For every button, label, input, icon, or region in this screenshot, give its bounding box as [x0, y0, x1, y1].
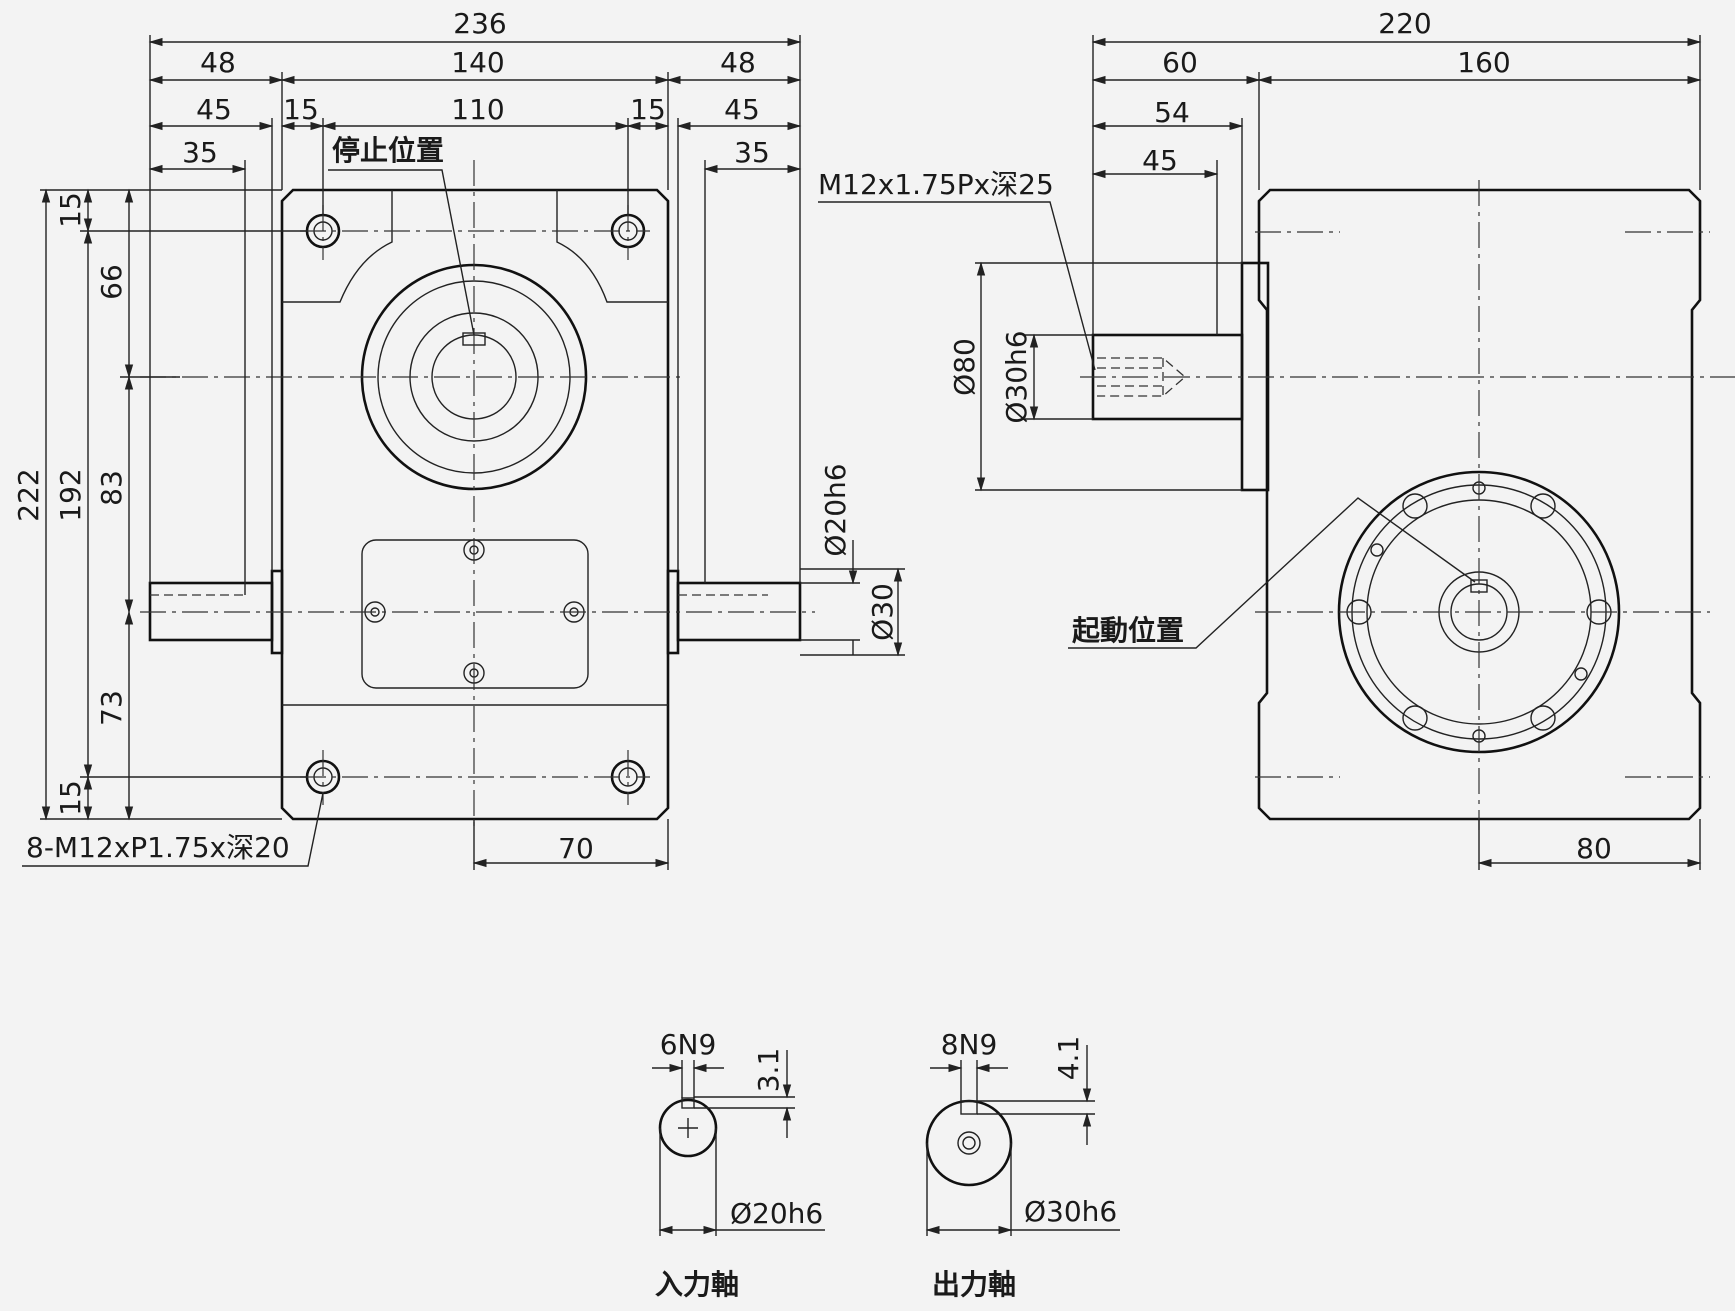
dim-35-right: 35 [734, 136, 770, 169]
left-input-shaft [148, 581, 274, 642]
front-view: 236 48 140 48 45 15 110 15 45 35 35 70 2… [12, 7, 905, 870]
dim-73: 73 [95, 690, 128, 726]
cover-plate [361, 539, 589, 689]
dim-66: 66 [95, 264, 128, 300]
output-key-depth: 4.1 [1052, 1036, 1085, 1081]
dim-d30: Ø30 [866, 583, 899, 641]
input-shaft-detail: 6N9 3.1 Ø20h6 入力軸 [652, 1028, 825, 1301]
dim-222: 222 [12, 468, 45, 521]
dim-15-bottom: 15 [54, 780, 87, 816]
output-shaft-detail: 8N9 4.1 Ø30h6 出力軸 [925, 1028, 1120, 1301]
dim-160: 160 [1457, 46, 1510, 79]
side-view: 220 60 160 54 45 80 M12x1.75Px深25 Ø80 Ø3… [818, 7, 1735, 870]
output-shaft-diameter: Ø30h6 [1024, 1195, 1117, 1228]
dim-d20h6: Ø20h6 [819, 463, 852, 556]
dim-192: 192 [54, 468, 87, 521]
mounting-holes [305, 213, 646, 795]
dim-70: 70 [558, 832, 594, 865]
dim-80: 80 [1576, 832, 1612, 865]
dim-220: 220 [1378, 7, 1431, 40]
input-shaft-diameter: Ø20h6 [730, 1197, 823, 1230]
dim-d80: Ø80 [948, 338, 981, 396]
dim-54: 54 [1154, 96, 1190, 129]
start-position-label: 起動位置 [1072, 614, 1184, 647]
dim-15-left: 15 [283, 93, 319, 126]
output-shaft-title: 出力軸 [932, 1268, 1016, 1301]
dim-140: 140 [451, 46, 504, 79]
dim-d30h6-side: Ø30h6 [1000, 330, 1033, 423]
side-housing [1257, 188, 1702, 821]
stop-position-label: 停止位置 [332, 134, 444, 167]
dim-236: 236 [453, 7, 506, 40]
upper-boss-outline [282, 190, 668, 303]
dim-83: 83 [95, 470, 128, 506]
output-key-width: 8N9 [941, 1028, 998, 1061]
dim-45-side: 45 [1142, 144, 1178, 177]
dim-45-left: 45 [196, 93, 232, 126]
dim-48-left: 48 [200, 46, 236, 79]
dim-48-right: 48 [720, 46, 756, 79]
dim-35-left: 35 [182, 136, 218, 169]
input-key-depth: 3.1 [752, 1048, 785, 1093]
dim-15-top: 15 [54, 192, 87, 228]
input-shaft-title: 入力軸 [655, 1268, 739, 1301]
mount-holes-label: 8-M12xP1.75x深20 [26, 831, 290, 864]
dim-45-right: 45 [724, 93, 760, 126]
input-key-width: 6N9 [660, 1028, 717, 1061]
dim-15-right: 15 [630, 93, 666, 126]
dim-60: 60 [1162, 46, 1198, 79]
front-housing [280, 188, 670, 821]
thread-label: M12x1.75Px深25 [818, 168, 1054, 201]
dim-110: 110 [451, 93, 504, 126]
